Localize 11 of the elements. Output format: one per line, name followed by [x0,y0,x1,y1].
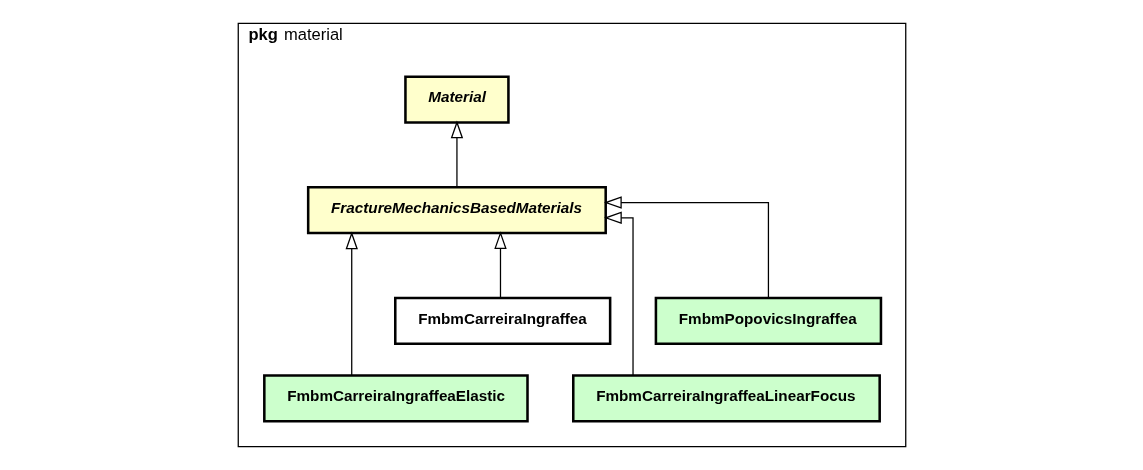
arrow [450,120,463,188]
arrow [603,211,634,376]
node-box: Material [403,75,510,124]
node-box: FractureMechanicsBasedMaterials [306,186,607,235]
arrow [603,196,769,299]
node-box: FmbmPopovicsIngraffea [654,296,882,345]
node-box: FmbmCarreiraIngraffeaElastic [262,374,529,423]
arrow [345,231,358,376]
arrow [493,231,507,299]
node-box: FmbmCarreiraIngraffea [393,296,611,345]
node-box: FmbmCarreiraIngraffeaLinearFocus [571,374,881,423]
